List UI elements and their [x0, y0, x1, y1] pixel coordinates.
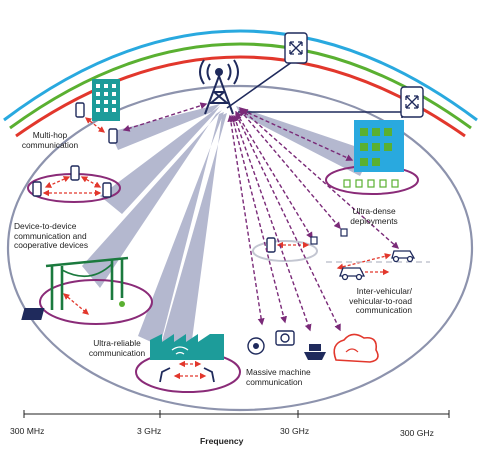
smartphone-icons — [32, 102, 276, 253]
bridge-icon — [45, 256, 129, 310]
antenna-tower-icon — [199, 59, 239, 115]
smartphone-icon — [108, 128, 118, 144]
label-multi-hop: Multi-hop communication — [21, 130, 79, 150]
sensor-node-icon — [355, 179, 363, 188]
frequency-axis — [23, 410, 450, 418]
solar-panel-icon — [21, 301, 125, 320]
sensor-node-icon — [310, 236, 318, 245]
ring-ultra-reliable — [39, 279, 153, 325]
smartphone-icon — [32, 181, 42, 197]
beam-industry — [138, 112, 224, 346]
beam-ultra-reliable — [82, 110, 222, 288]
smartphone-icon — [70, 165, 80, 181]
car-icon — [339, 267, 366, 281]
building-icon — [92, 79, 120, 121]
building-icon — [354, 120, 404, 172]
sensor-node-icon — [391, 179, 399, 188]
label-v2x: Inter-vehicular/ vehicular-to-road commu… — [349, 286, 412, 315]
fiber-node-icon — [284, 32, 308, 64]
axis-tick-3ghz: 3 GHz — [137, 426, 162, 436]
smartphone-icon — [266, 237, 276, 253]
beam-factory — [160, 113, 227, 355]
sensor-node-icon — [343, 179, 351, 188]
camera-icon — [275, 330, 295, 346]
label-ultra-dense: Ultra-dense deployments — [350, 206, 398, 226]
sensor-node-icon — [247, 337, 265, 355]
smartphone-icon — [75, 102, 85, 118]
fiber-node-icon — [400, 86, 424, 118]
sensor-node-icon — [367, 179, 375, 188]
sensor-node-icons — [343, 179, 399, 188]
arc-blue — [3, 29, 478, 122]
cloud-icon — [333, 333, 379, 363]
sensor-node-icon — [379, 179, 387, 188]
axis-tick-30ghz: 30 GHz — [280, 426, 310, 436]
axis-tick-300mhz: 300 MHz — [10, 426, 45, 436]
beam-d2d — [100, 106, 220, 214]
label-ultra-reliable: Ultra-reliable communication — [88, 338, 146, 358]
label-d2d: Device-to-device communication and coope… — [14, 221, 89, 250]
factory-icon — [150, 334, 224, 360]
sensor-node-icons-road — [310, 228, 348, 245]
radio-links — [122, 102, 400, 332]
sensor-node-icon — [340, 228, 348, 237]
ship-icon — [304, 344, 326, 360]
axis-title: Frequency — [200, 436, 244, 446]
robot-arm-icon — [159, 367, 215, 383]
car-icon — [391, 250, 416, 263]
label-massive-machine: Massive machine communication — [246, 367, 311, 387]
smartphone-icon — [102, 182, 112, 198]
axis-tick-300ghz: 300 GHz — [400, 428, 434, 438]
